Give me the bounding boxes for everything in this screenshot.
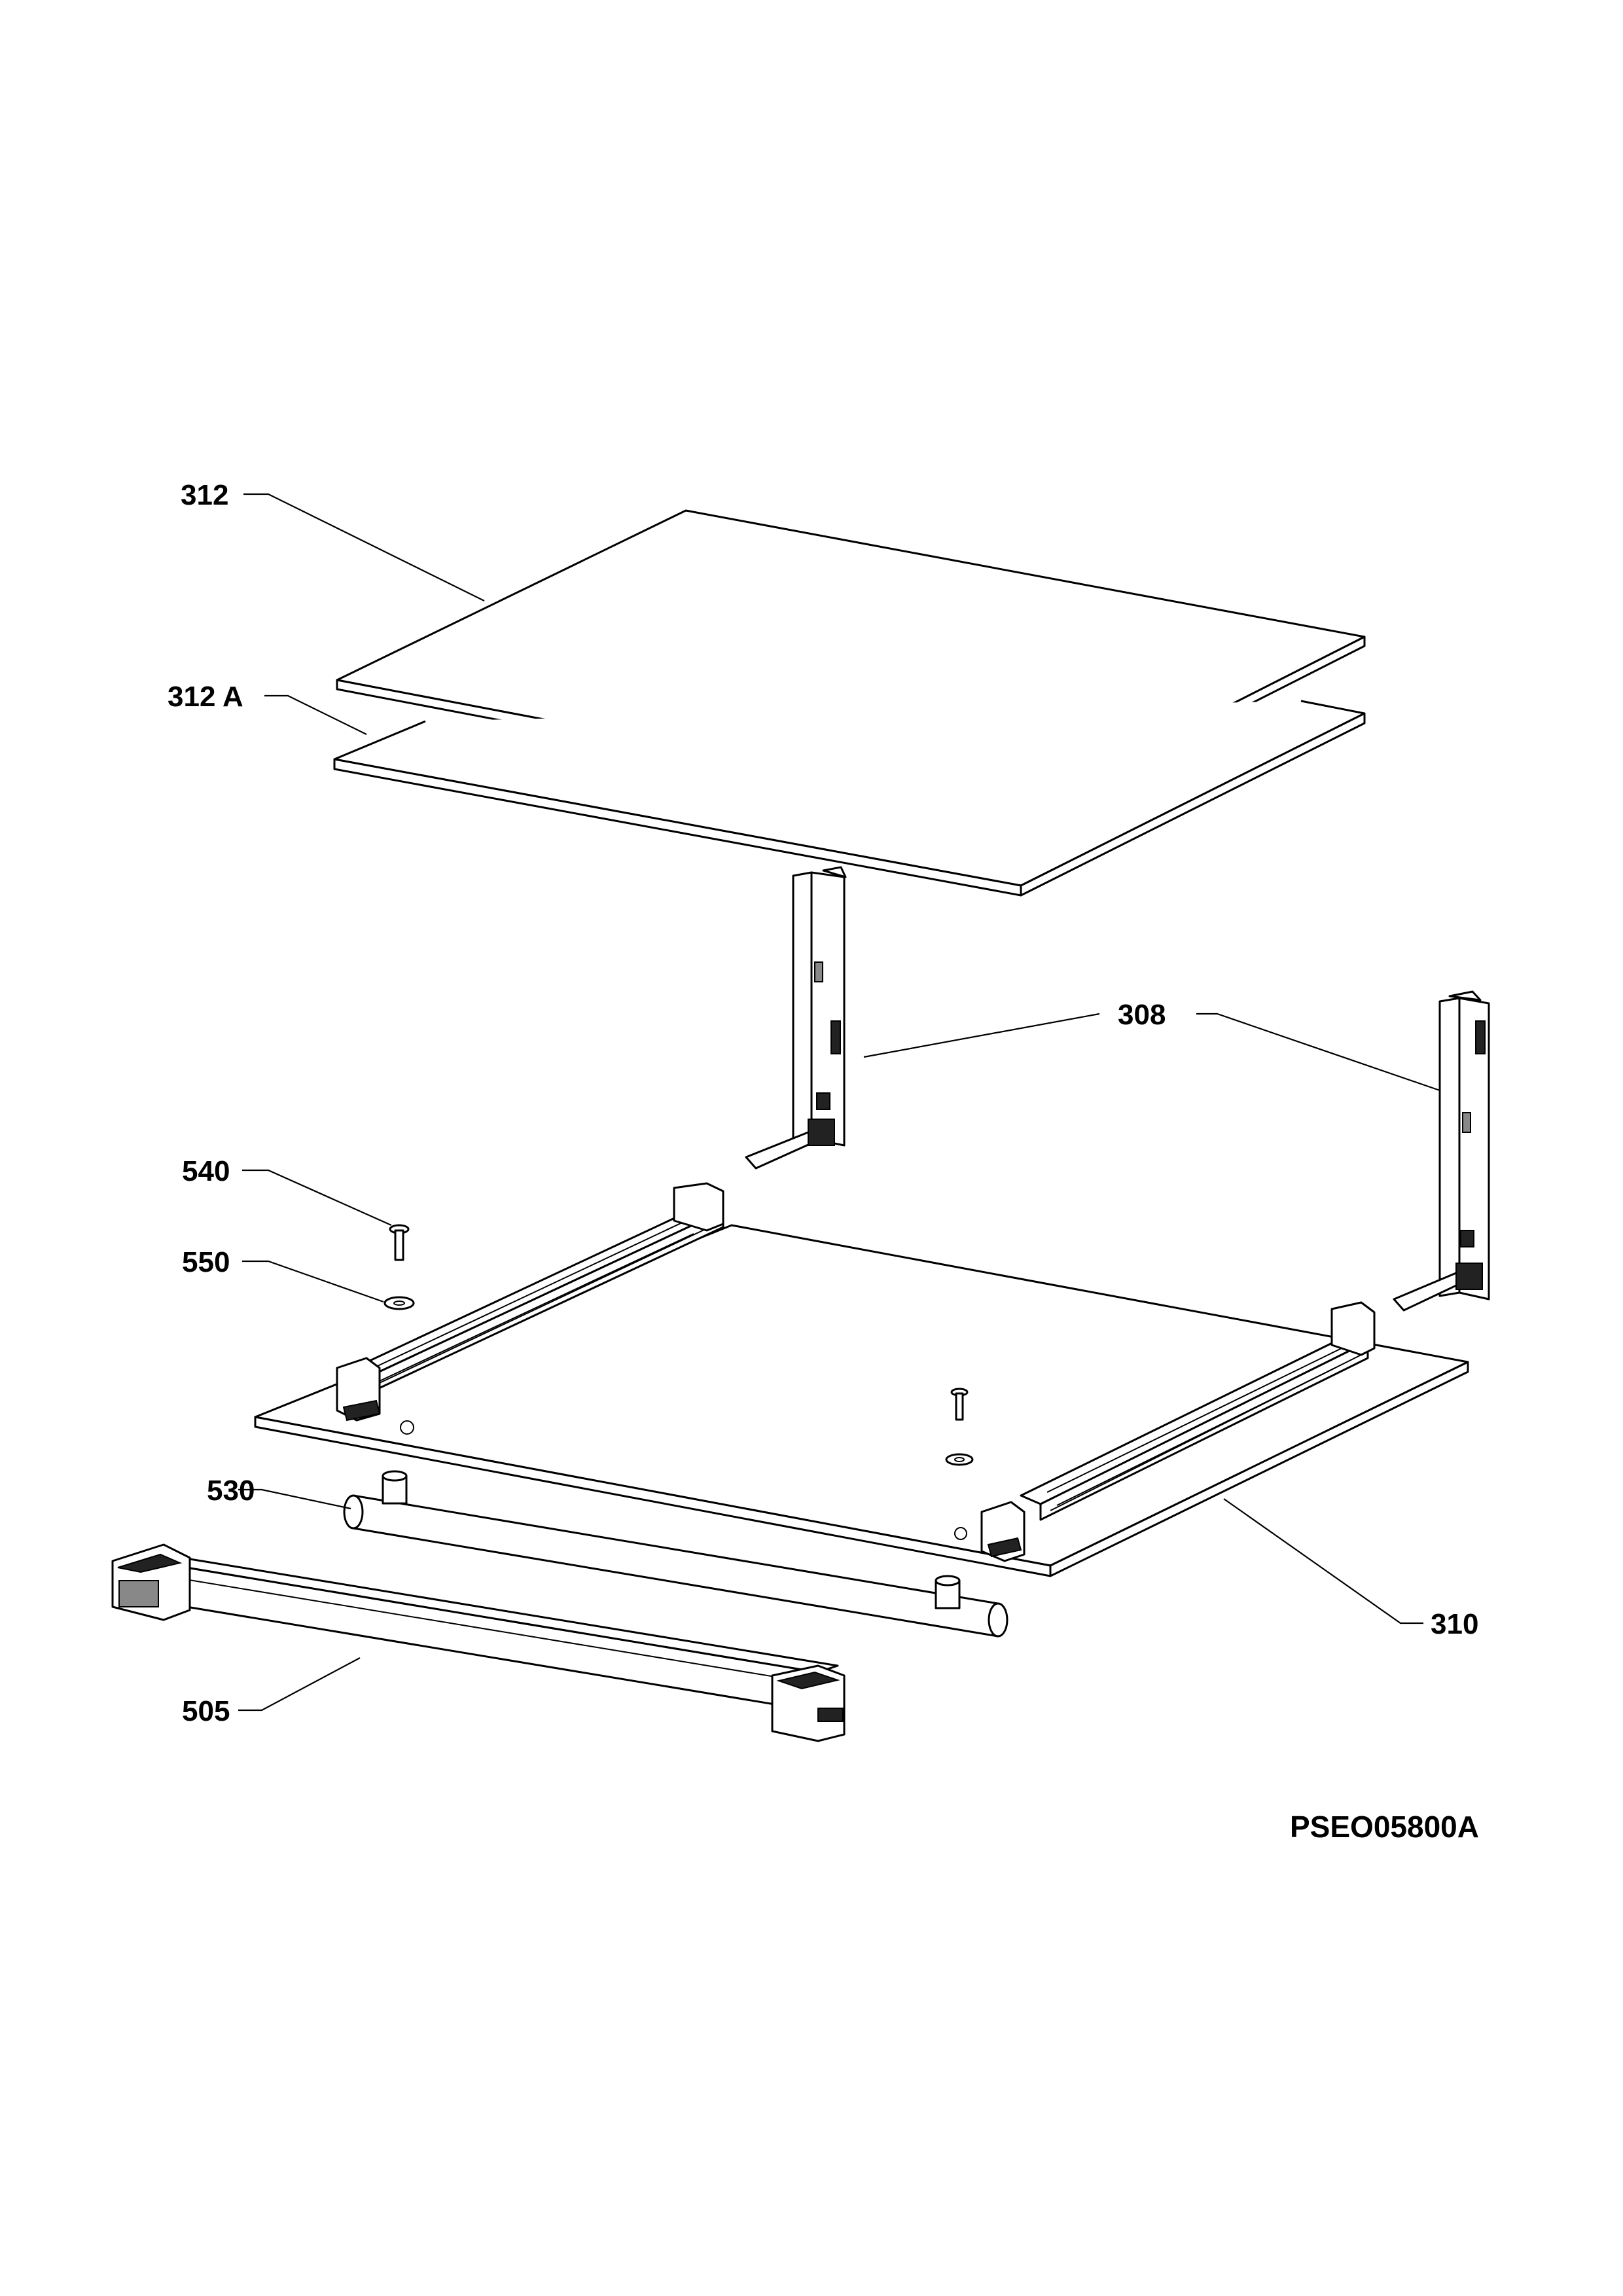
callout-310: 310: [1431, 1608, 1478, 1640]
part-308-hinge-right: [1393, 990, 1490, 1312]
callout-308: 308: [1118, 999, 1166, 1031]
leader-lines: [238, 493, 1440, 1712]
part-310-base-plate: [254, 1224, 1469, 1577]
drawing-code: PSEO05800A: [1290, 1810, 1479, 1844]
callout-505: 505: [182, 1695, 230, 1727]
part-308-hinge-left: [745, 866, 847, 1170]
part-550-washer: [383, 1296, 415, 1310]
part-530-tube: [343, 1470, 1008, 1638]
part-540-screw: [389, 1224, 410, 1261]
part-540-screw-2: [950, 1388, 969, 1421]
callout-550: 550: [182, 1246, 230, 1278]
callout-530: 530: [207, 1475, 255, 1507]
callout-312a: 312 A: [168, 681, 243, 713]
part-550-washer-2: [945, 1453, 974, 1466]
part-left-rail: [336, 1182, 724, 1422]
callout-540: 540: [182, 1155, 230, 1187]
callout-312: 312: [181, 479, 228, 511]
part-505-front-bar: [111, 1543, 846, 1742]
callout-labels: 312 312 A 308 540 550 530 310 505 PSEO05…: [168, 479, 1479, 1844]
part-312a-second-panel: [333, 700, 1366, 897]
part-right-rail: [980, 1301, 1376, 1562]
